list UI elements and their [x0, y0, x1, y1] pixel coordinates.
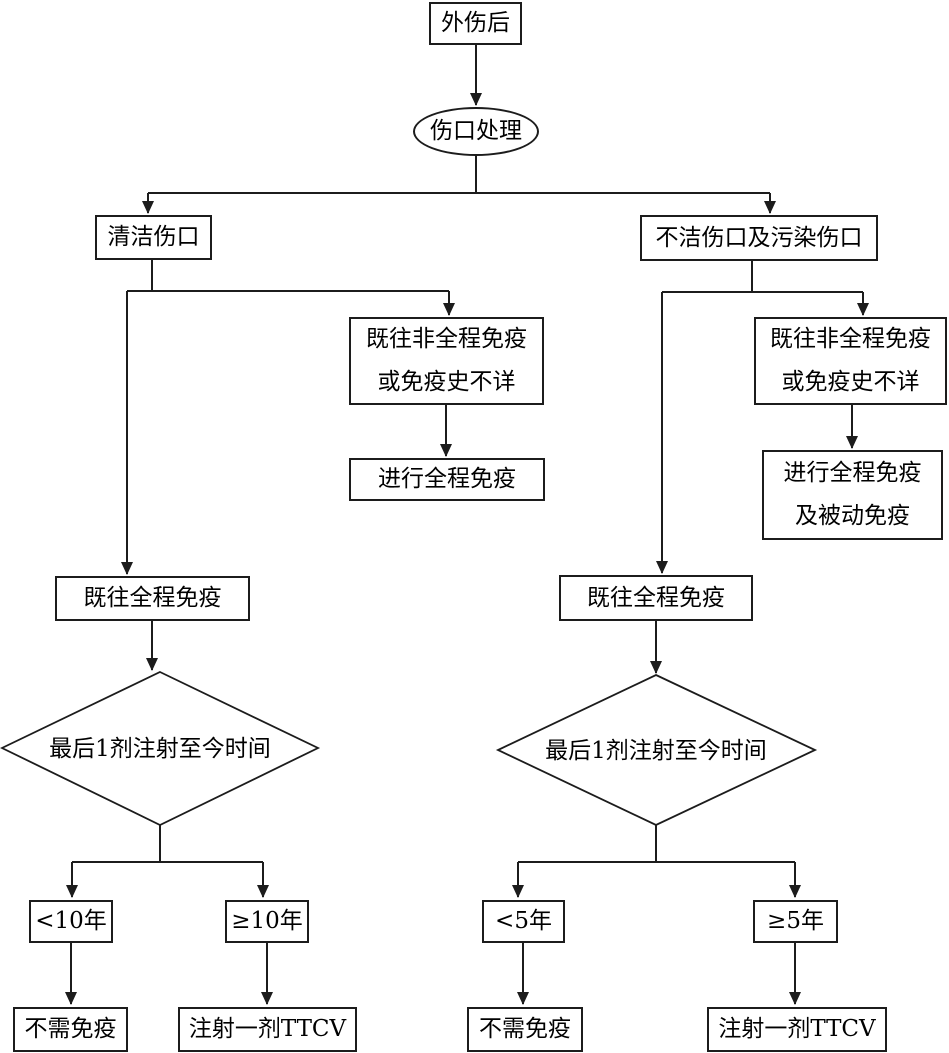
- node-left-no-immunization-needed: 不需免疫: [13, 1007, 128, 1052]
- node-right-inject-one-ttcv: 注射一剂TTCV: [707, 1007, 887, 1052]
- node-less-than-5-years: <5年: [482, 900, 565, 943]
- node-10-years-or-more: ≥10年: [225, 900, 309, 943]
- node-right-previously-full: 既往全程免疫: [559, 575, 753, 621]
- node-after-trauma: 外伤后: [429, 2, 522, 45]
- node-right-non-full-immunized: 既往非全程免疫 或免疫史不详: [754, 317, 947, 405]
- node-right-decision-label: 最后1剂注射至今时间: [545, 737, 767, 764]
- node-clean-wound: 清洁伤口: [95, 215, 212, 260]
- node-left-decision-label: 最后1剂注射至今时间: [49, 735, 271, 762]
- node-left-previously-full: 既往全程免疫: [55, 576, 250, 621]
- node-left-inject-one-ttcv: 注射一剂TTCV: [178, 1007, 357, 1052]
- node-right-full-course-passive: 进行全程免疫 及被动免疫: [762, 450, 943, 540]
- node-less-than-10-years: <10年: [29, 900, 113, 943]
- node-left-full-course: 进行全程免疫: [349, 458, 545, 501]
- node-dirty-wound: 不洁伤口及污染伤口: [640, 215, 878, 261]
- node-right-no-immunization-needed: 不需免疫: [467, 1007, 583, 1052]
- node-5-years-or-more: ≥5年: [753, 900, 838, 943]
- node-wound-treatment: 伤口处理: [413, 107, 539, 156]
- node-left-non-full-immunized: 既往非全程免疫 或免疫史不详: [349, 317, 544, 405]
